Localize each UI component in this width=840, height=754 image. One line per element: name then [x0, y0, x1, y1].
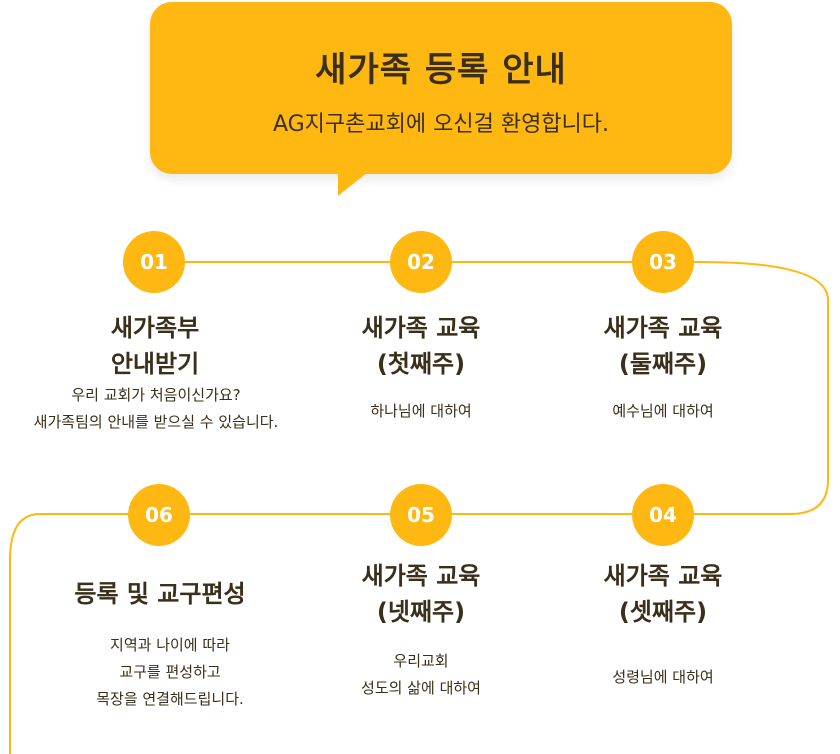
page-subtitle: AG지구촌교회에 오신걸 환영합니다. [272, 112, 610, 137]
step-04-title-line: 새가족 교육 [603, 562, 723, 590]
page-title: 새가족 등록 안내 [315, 50, 567, 90]
step-06-badge: 06 [128, 484, 190, 546]
step-06-desc-line: 지역과 나이에 따라 [110, 636, 230, 654]
step-06-title: 등록 및 교구편성 [30, 576, 290, 612]
step-04-description: 성령님에 대하여 [563, 664, 763, 691]
step-02-badge: 02 [390, 231, 452, 293]
step-06-desc-line: 목장을 연결해드립니다. [96, 690, 244, 708]
step-02-description: 하나님에 대하여 [321, 398, 521, 425]
step-01-desc-line: 우리 교회가 처음이신가요? [71, 386, 241, 404]
step-03-desc-line: 예수님에 대하여 [612, 402, 714, 420]
step-04-title: 새가족 교육 (셋째주) [563, 558, 763, 630]
step-05-desc-line: 우리교회 [393, 652, 449, 670]
step-01-description: 우리 교회가 처음이신가요? 새가족팀의 안내를 받으실 수 있습니다. [0, 382, 312, 436]
header-bubble: 새가족 등록 안내 AG지구촌교회에 오신걸 환영합니다. [150, 2, 732, 196]
step-06-desc-line: 교구를 편성하고 [119, 663, 221, 681]
step-04-desc-line: 성령님에 대하여 [612, 668, 714, 686]
step-06-title-line: 등록 및 교구편성 [74, 580, 246, 608]
bubble-tail [338, 172, 368, 196]
step-05-desc-line: 성도의 삶에 대하여 [361, 679, 481, 697]
step-04-title-line: (셋째주) [618, 598, 708, 626]
step-05-title-line: (넷째주) [376, 598, 466, 626]
step-03-description: 예수님에 대하여 [563, 398, 763, 425]
step-02-title: 새가족 교육 (첫째주) [321, 310, 521, 382]
step-03-title-line: (둘째주) [618, 350, 708, 378]
step-01-title: 새가족부 안내받기 [55, 310, 255, 382]
step-05-description: 우리교회 성도의 삶에 대하여 [321, 648, 521, 702]
step-02-title-line: 새가족 교육 [361, 314, 481, 342]
step-03-badge: 03 [632, 231, 694, 293]
step-04-badge: 04 [632, 484, 694, 546]
step-05-title: 새가족 교육 (넷째주) [321, 558, 521, 630]
step-05-badge: 05 [390, 484, 452, 546]
step-06-description: 지역과 나이에 따라 교구를 편성하고 목장을 연결해드립니다. [55, 632, 285, 713]
step-03-title-line: 새가족 교육 [603, 314, 723, 342]
step-02-title-line: (첫째주) [376, 350, 466, 378]
step-01-desc-line: 새가족팀의 안내를 받으실 수 있습니다. [33, 413, 279, 431]
step-01-title-line: 새가족부 [110, 314, 200, 342]
step-01-badge: 01 [123, 231, 185, 293]
step-01-title-line: 안내받기 [110, 350, 200, 378]
step-03-title: 새가족 교육 (둘째주) [563, 310, 763, 382]
step-05-title-line: 새가족 교육 [361, 562, 481, 590]
flow-line-top [9, 261, 829, 754]
step-02-desc-line: 하나님에 대하여 [370, 402, 472, 420]
